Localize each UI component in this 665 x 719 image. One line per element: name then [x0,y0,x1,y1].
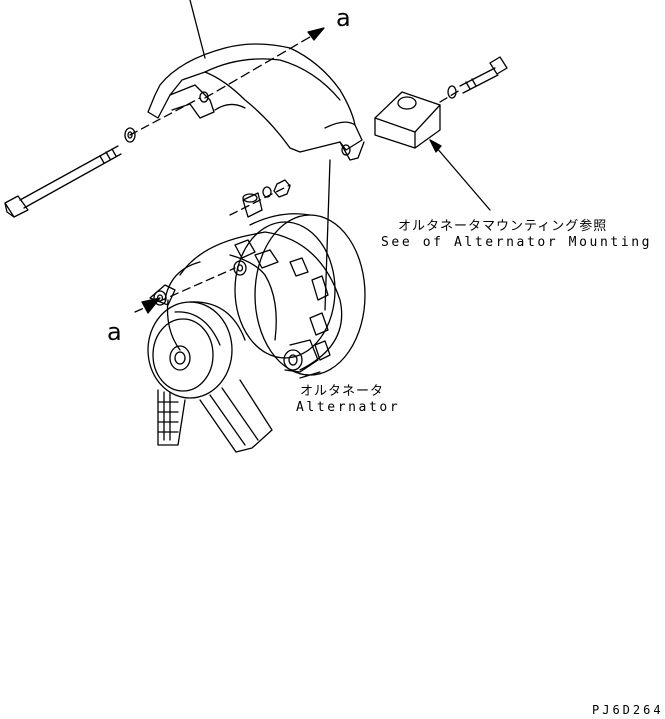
v-belt [157,379,273,453]
ref-a-left: a [107,318,122,346]
top-leader-line [189,0,206,59]
mounting-leader [429,139,491,211]
ref-a-top: a [336,4,351,32]
bolt-centerline [129,97,201,136]
arrow-a-top [307,27,325,41]
alternator-label-en: Alternator [296,400,401,415]
washer-right [447,85,457,99]
alternator-leader [299,371,321,379]
alternator-label-jp: オルタネータ [300,384,385,399]
mounting-label-en: See of Alternator Mounting [381,235,653,250]
long-bolt [4,145,122,218]
centerline-a-top [204,29,323,99]
belt-cover [147,43,365,161]
drawing-code: PJ6D264 [592,703,664,717]
pulley [147,301,246,399]
spacer-nut-set [229,179,291,218]
short-bolt [459,56,508,94]
mounting-block [374,91,441,149]
mounting-label-jp: オルタネータマウンティング参照 [398,219,608,234]
washer [124,127,136,143]
arrow-a-left [141,297,161,314]
alternator-body [149,213,366,376]
